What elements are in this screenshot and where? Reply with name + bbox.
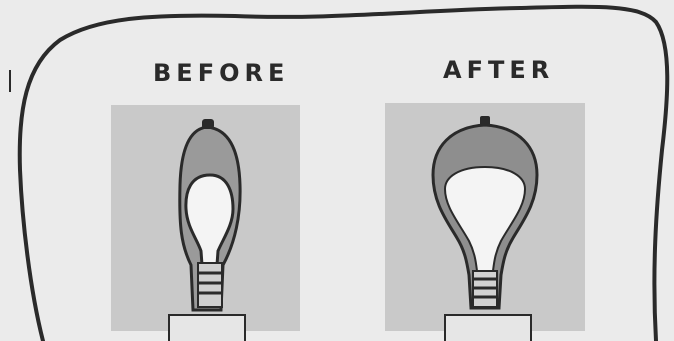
after-photo-panel [385,103,585,331]
bulb-before-icon [111,105,300,331]
after-heading: AFTER [443,58,554,82]
before-heading: BEFORE [153,61,289,85]
bulb-after-icon [385,103,585,331]
before-photo-panel [111,105,300,331]
after-bulb-base [444,314,532,341]
before-bulb-base [168,314,246,341]
